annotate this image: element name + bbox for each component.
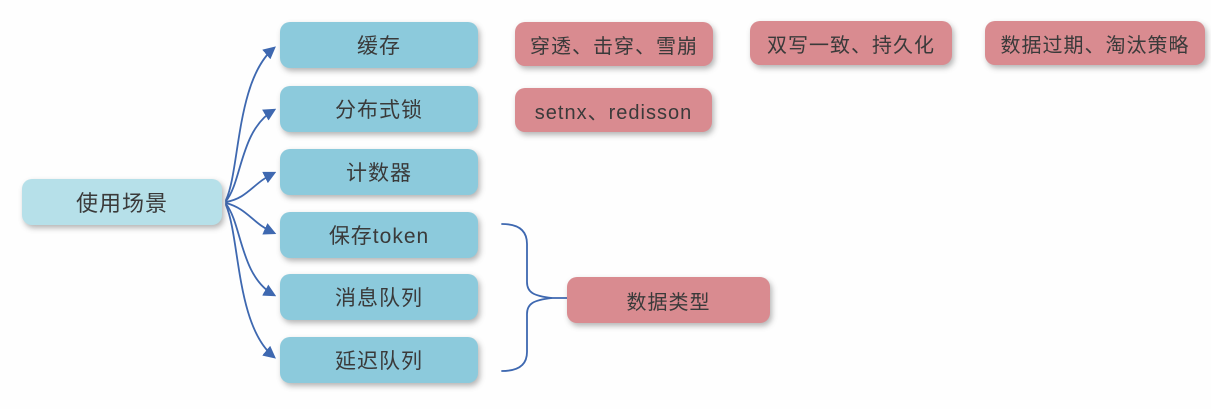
node-delay-queue: 延迟队列 <box>280 337 478 383</box>
node-cache: 缓存 <box>280 22 478 68</box>
node-label: 分布式锁 <box>335 99 423 122</box>
arrow-to-delay-queue <box>225 204 276 359</box>
node-expiry-eviction: 数据过期、淘汰策略 <box>985 21 1205 65</box>
node-usage-scenarios: 使用场景 <box>22 179 222 225</box>
node-label: 数据过期、淘汰策略 <box>1000 34 1190 57</box>
node-label: 穿透、击穿、雪崩 <box>530 35 698 58</box>
node-cache-issues: 穿透、击穿、雪崩 <box>515 22 713 66</box>
node-counter: 计数器 <box>280 149 478 195</box>
node-label: 使用场景 <box>75 191 168 216</box>
node-setnx-redisson: setnx、redisson <box>515 88 712 132</box>
node-label: 计数器 <box>346 162 412 185</box>
arrow-to-distributed-lock <box>225 108 277 202</box>
arrow-to-save-token <box>225 202 277 235</box>
arrow-to-counter <box>225 171 277 203</box>
node-save-token: 保存token <box>280 212 478 258</box>
node-label: 缓存 <box>357 35 401 58</box>
node-label: 消息队列 <box>335 287 423 310</box>
arrow-to-message-queue <box>225 203 277 297</box>
node-label: 保存token <box>328 225 430 248</box>
node-label: 双写一致、持久化 <box>767 34 935 57</box>
node-consistency-persistence: 双写一致、持久化 <box>750 21 952 65</box>
node-data-types: 数据类型 <box>567 277 770 323</box>
node-label: 数据类型 <box>626 291 711 314</box>
node-label: setnx、redisson <box>534 101 693 124</box>
curly-brace <box>501 223 553 372</box>
node-label: 延迟队列 <box>335 350 423 373</box>
node-distributed-lock: 分布式锁 <box>280 86 478 132</box>
arrow-to-cache <box>225 46 276 201</box>
node-message-queue: 消息队列 <box>280 274 478 320</box>
